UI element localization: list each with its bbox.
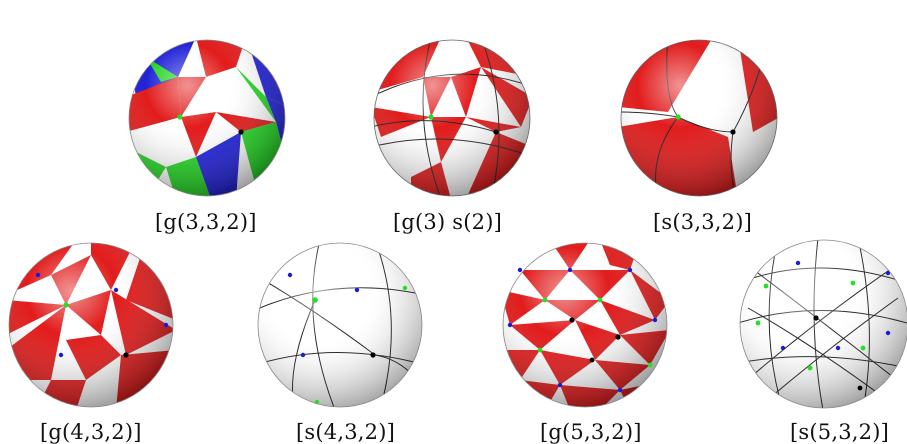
vertex-green (312, 297, 318, 303)
caption-g3s2: [g(3) s(2)] (393, 210, 502, 234)
caption-s332: [s(3,3,2)] (653, 210, 752, 234)
vertex-black (813, 315, 819, 321)
vertex-green (63, 302, 69, 308)
sphere-g332 (126, 37, 288, 199)
vertex-black (730, 129, 736, 135)
vertex-black (493, 129, 499, 135)
sphere-g432 (6, 240, 176, 410)
sphere-s432-graphic (257, 242, 423, 408)
sphere-s332 (618, 37, 780, 199)
sphere-s432 (255, 240, 425, 410)
sphere-g3s2 (371, 37, 533, 199)
caption-g532: [g(5,3,2)] (540, 420, 642, 444)
sphere-g3s2-graphic (373, 39, 531, 197)
vertex-black (569, 317, 575, 323)
vertex-black (123, 352, 129, 358)
caption-s432: [s(4,3,2)] (296, 420, 395, 444)
vertex-green (675, 114, 681, 120)
sphere-g332-graphic (128, 39, 286, 197)
vertex-green (177, 114, 183, 120)
sphere-g532-graphic (502, 242, 668, 408)
sphere-g532 (500, 240, 670, 410)
vertex-green (428, 114, 434, 120)
sphere-s532 (738, 238, 907, 410)
caption-s532: [s(5,3,2)] (790, 420, 889, 444)
sphere-s532-graphic (739, 239, 907, 409)
sphere-s332-graphic (620, 39, 778, 197)
caption-g332: [g(3,3,2)] (155, 210, 257, 234)
vertex-black (370, 352, 376, 358)
vertex-black (238, 129, 244, 135)
sphere-g432-graphic (8, 242, 174, 408)
vertex-green (542, 297, 548, 303)
vertex-green (763, 283, 769, 289)
caption-g432: [g(4,3,2)] (40, 420, 142, 444)
